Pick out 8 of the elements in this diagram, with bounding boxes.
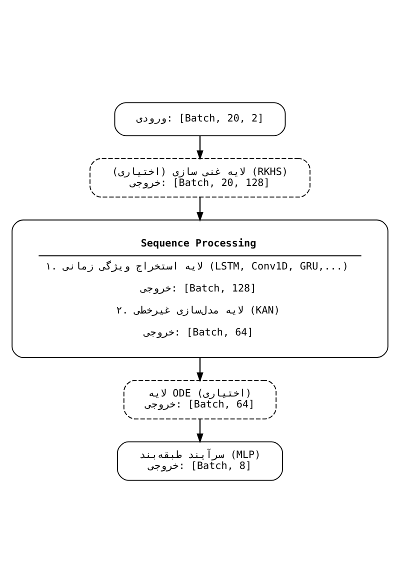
arrow xyxy=(196,418,204,443)
arrow xyxy=(196,135,204,160)
node-box: لایه غنی سازی (اختیاری) (RKHS) خروجی: [Batch, 20, 128] xyxy=(90,158,310,198)
node-box: سرآیند طبقه‌بند (MLP) خروجی: [Batch, 8] xyxy=(117,440,283,480)
arrow xyxy=(196,357,204,382)
node-box: ورودی: [Batch, 20, 2] xyxy=(114,102,286,136)
arrow xyxy=(196,196,204,222)
node-box: لایه ODE (اختیاری) خروجی: [Batch, 64] xyxy=(123,379,277,419)
